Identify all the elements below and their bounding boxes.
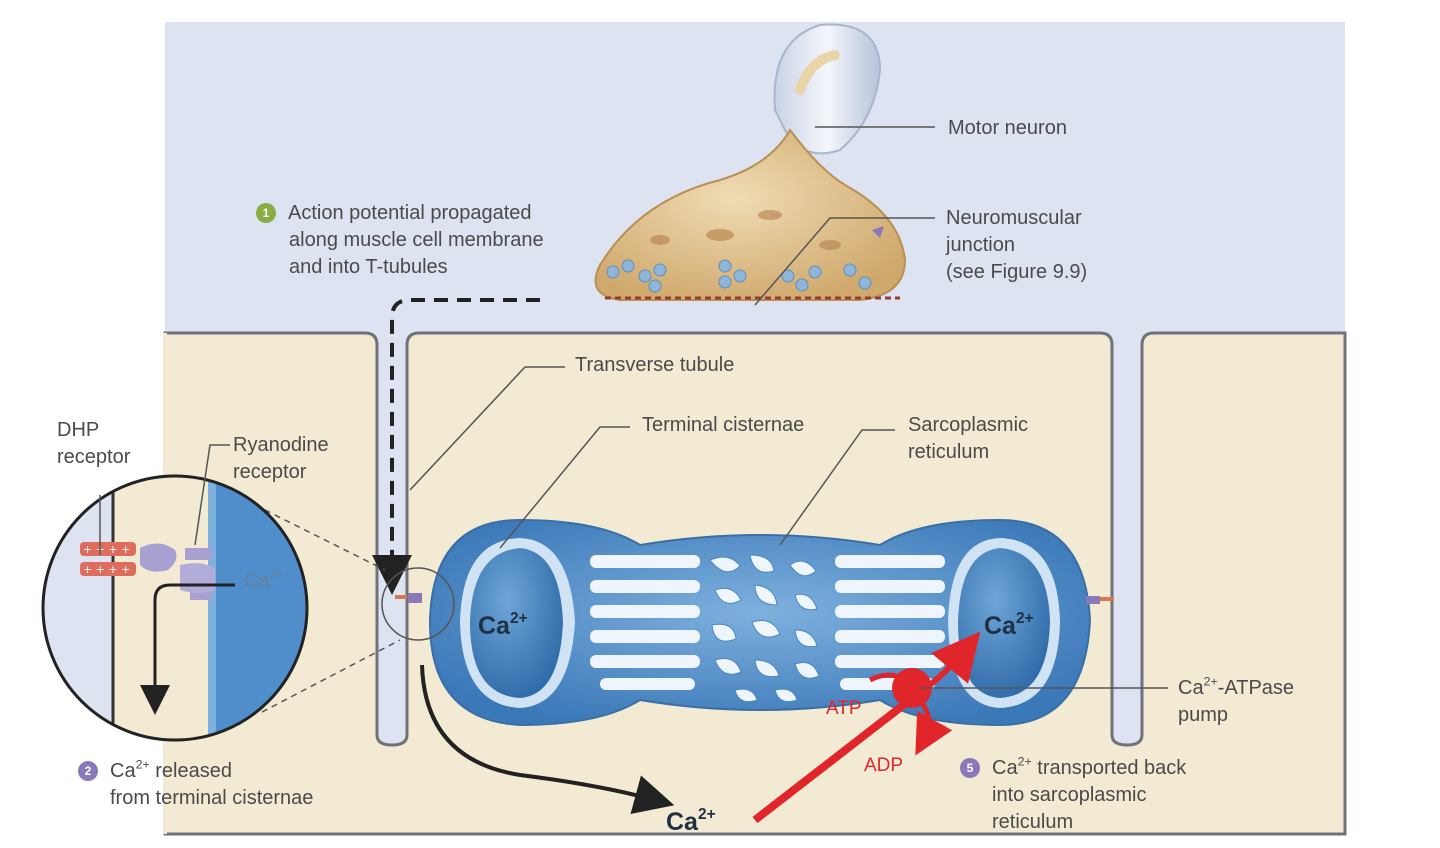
step5-line-1: 5 Ca2+ transported back: [960, 755, 1186, 782]
label-ca-atpase-pump: Ca2+-ATPase pump: [1178, 675, 1294, 729]
pump-prefix: Ca: [1178, 677, 1204, 699]
ryr-line-1: Ryanodine: [233, 434, 329, 456]
nmj-line-3: (see Figure 9.9): [946, 261, 1088, 283]
inset-ca-charge: 2+: [269, 567, 284, 582]
step5-line-3: reticulum: [992, 811, 1074, 833]
action-potential-path: [372, 298, 540, 595]
dhp-line-1: DHP: [57, 419, 100, 441]
sr-line-2: reticulum: [908, 441, 990, 463]
svg-text:+ + + +: + + + +: [83, 563, 130, 576]
left-cisterna-calcium-label: Ca2+: [478, 610, 528, 641]
step2-badge: 2: [78, 761, 98, 781]
sr-line-1: Sarcoplasmic: [908, 414, 1029, 436]
label-atp: ATP: [826, 698, 862, 719]
label-adp: ADP: [864, 755, 904, 776]
step1-badge: 1: [256, 203, 276, 223]
cyto-ca-charge: 2+: [697, 806, 716, 824]
step2-sup: 2+: [135, 757, 150, 772]
svg-text:+ + + +: + + + +: [83, 543, 130, 556]
nmj-line-1: Neuromuscular: [946, 207, 1082, 229]
nmj-line-2: junction: [946, 234, 1015, 256]
ryr-line-2: receptor: [233, 461, 307, 483]
step2-line-1: 2 Ca2+ released: [78, 758, 313, 785]
step5-sup: 2+: [1017, 754, 1032, 769]
right-cisterna-calcium-label: Ca2+: [984, 610, 1034, 641]
label-step5-calcium-transported-back: 5 Ca2+ transported back into sarcoplasmic…: [960, 755, 1186, 836]
step1-line-2: along muscle cell membrane: [289, 229, 544, 251]
inset-ca-base: Ca: [244, 570, 270, 592]
step5-line-2: into sarcoplasmic: [992, 784, 1147, 806]
motor-neuron-axon: [773, 23, 882, 155]
zoom-guide-lines: [254, 504, 401, 713]
pump-suffix: -ATPase: [1217, 677, 1295, 699]
right-ca-base: Ca: [984, 612, 1016, 640]
step5-suffix: transported back: [1031, 757, 1187, 779]
right-ca-charge: 2+: [1015, 610, 1034, 628]
label-step1-action-potential: 1 Action potential propagated along muscl…: [256, 200, 544, 281]
label-neuromuscular-junction: Neuromuscular junction (see Figure 9.9): [946, 205, 1087, 286]
label-ryanodine-receptor: Ryanodine receptor: [233, 432, 329, 486]
inset-calcium-label: Ca2+: [244, 567, 284, 593]
label-motor-neuron: Motor neuron: [948, 117, 1067, 139]
step1-line-1: 1 Action potential propagated: [256, 200, 544, 227]
step1-text-1: Action potential propagated: [288, 202, 532, 224]
calcium-release-arrow: [420, 664, 675, 815]
label-dhp-receptor: DHP receptor: [57, 417, 130, 471]
left-ca-base: Ca: [478, 612, 510, 640]
cyto-ca-base: Ca: [666, 808, 698, 836]
dhp-line-2: receptor: [57, 446, 131, 468]
step1-line-3: and into T-tubules: [289, 256, 448, 278]
step5-badge: 5: [960, 758, 980, 778]
axon-terminal: [594, 128, 907, 301]
label-terminal-cisternae: Terminal cisternae: [642, 414, 805, 436]
label-leader-lines: [99, 126, 1168, 689]
step5-prefix: Ca: [992, 757, 1018, 779]
step2-line-2: from terminal cisternae: [110, 787, 314, 809]
cytosolic-calcium-label: Ca2+: [666, 806, 716, 837]
pump-line-1: Ca2+-ATPase: [1178, 675, 1294, 702]
label-step2-calcium-released: 2 Ca2+ released from terminal cisternae: [78, 758, 313, 812]
left-ca-charge: 2+: [509, 610, 528, 628]
label-transverse-tubule: Transverse tubule: [575, 354, 735, 376]
triad-receptors: [381, 567, 1114, 641]
ca-atpase-pump: [752, 631, 981, 824]
step2-suffix: released: [149, 760, 232, 782]
pump-sup: 2+: [1203, 674, 1218, 689]
step2-prefix: Ca: [110, 760, 136, 782]
label-sarcoplasmic-reticulum: Sarcoplasmic reticulum: [908, 412, 1028, 466]
pump-line-2: pump: [1178, 704, 1229, 726]
magnified-triad-inset: + + + + + + + +: [41, 474, 309, 742]
